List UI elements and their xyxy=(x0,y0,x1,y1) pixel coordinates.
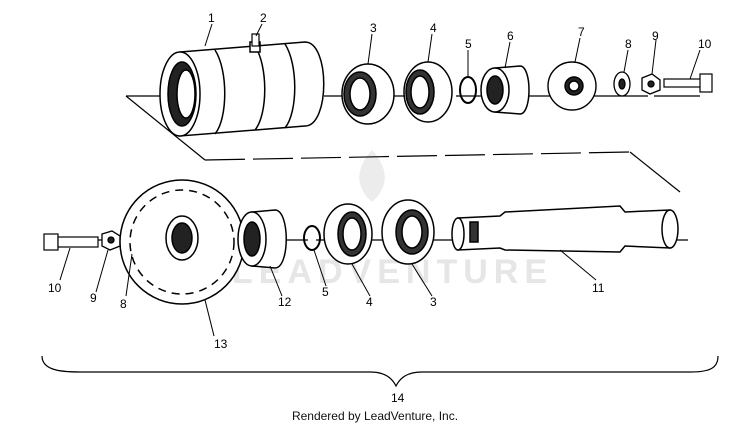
callout-14: 14 xyxy=(391,391,405,405)
part-bearing-top xyxy=(341,63,395,125)
callout-3: 3 xyxy=(370,21,377,35)
part-spacer-bottom xyxy=(237,209,287,269)
callout-11: 11 xyxy=(592,281,605,295)
callout-5-bottom: 5 xyxy=(322,285,329,299)
callout-12: 12 xyxy=(278,295,292,309)
part-bolt-top xyxy=(663,73,713,93)
callout-13: 13 xyxy=(214,337,228,351)
callout-2: 2 xyxy=(260,11,267,25)
part-nut-bottom xyxy=(101,230,121,251)
callout-6: 6 xyxy=(507,29,514,43)
part-grease-fitting xyxy=(251,33,260,47)
watermark: LEADVENTURE xyxy=(232,150,553,291)
part-shaft xyxy=(451,205,679,253)
callout-8-bottom: 8 xyxy=(120,297,127,311)
callout-4-bottom: 4 xyxy=(366,295,373,309)
footer-credit: Rendered by LeadVenture, Inc. xyxy=(291,409,459,423)
leader-lines-top xyxy=(204,23,701,80)
part-washer-top xyxy=(613,71,631,97)
part-housing xyxy=(159,41,325,137)
part-race-bottom xyxy=(323,203,373,265)
callout-5: 5 xyxy=(465,37,472,51)
part-bearing-bottom xyxy=(381,199,435,265)
part-oring-top xyxy=(459,76,477,104)
part-race-top xyxy=(403,61,453,123)
part-nut-top xyxy=(641,73,661,95)
callout-9-bottom: 9 xyxy=(90,291,97,305)
callout-10: 10 xyxy=(698,37,712,51)
part-drive-sprocket xyxy=(119,179,245,305)
callout-7: 7 xyxy=(578,25,585,39)
assembly-brace xyxy=(41,355,719,388)
leader-lines-bottom xyxy=(59,247,597,337)
callout-4: 4 xyxy=(430,21,437,35)
part-spacer-top xyxy=(480,65,530,115)
callout-9: 9 xyxy=(652,29,659,43)
part-idler-sprocket xyxy=(547,61,597,111)
part-oring-bottom xyxy=(303,225,321,251)
callouts-top: 1 2 3 4 5 6 7 8 9 10 xyxy=(208,11,712,51)
callout-10-bottom: 10 xyxy=(48,281,62,295)
watermark-text: LEADVENTURE xyxy=(232,253,553,291)
callout-8: 8 xyxy=(625,37,632,51)
callout-1: 1 xyxy=(208,11,215,25)
callout-3-bottom: 3 xyxy=(430,295,437,309)
callouts-bottom: 10 9 8 13 12 5 4 3 11 14 xyxy=(48,281,605,405)
part-bolt-bottom xyxy=(43,233,99,251)
